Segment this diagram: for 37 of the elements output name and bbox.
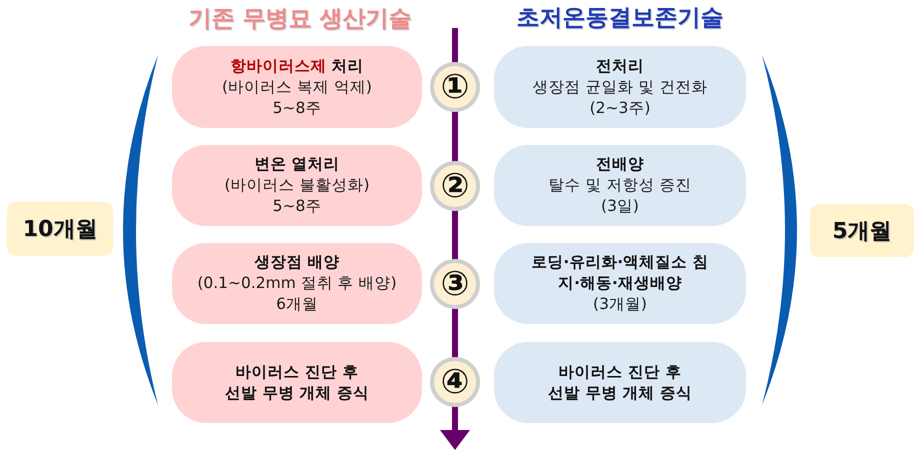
step-title: 변온 열처리 [254, 154, 340, 175]
step-number: ④ [430, 357, 480, 407]
process-box [494, 46, 746, 128]
step-duration: 5~8주 [272, 196, 322, 217]
step-duration: (3개월) [593, 294, 647, 315]
step-title: 전배양 [596, 154, 644, 175]
step-title: 로딩·유리화·액체질소 침지·해동·재생배양 [530, 252, 710, 294]
process-box [172, 46, 422, 128]
column-heading: 기존 무병묘 생산기술 [188, 5, 412, 34]
step-number: ① [430, 62, 480, 112]
step-duration: (3일) [601, 196, 639, 217]
step-description: (0.1~0.2mm 절취 후 배양) [197, 273, 397, 294]
step-number: ③ [430, 259, 480, 309]
process-box [494, 342, 746, 423]
step-duration: (2~3주) [590, 98, 650, 118]
step-description: (바이러스 복제 억제) [222, 76, 372, 98]
total-duration-tag: 10개월 [7, 202, 113, 256]
step-title: 바이러스 진단 후 선발 무병 개체 증식 [546, 362, 694, 404]
step-title: 항바이러스제 처리 [230, 56, 364, 76]
process-box [172, 342, 422, 423]
step-duration: 6개월 [276, 294, 318, 315]
bracket [762, 55, 797, 405]
process-box [494, 243, 746, 324]
step-title: 전처리 [596, 56, 644, 76]
process-box [172, 243, 422, 324]
process-box [172, 145, 422, 226]
step-description: (바이러스 불활성화) [224, 175, 370, 196]
step-duration: 5~8주 [272, 98, 322, 118]
step-description: 생장점 균일화 및 건전화 [532, 76, 708, 98]
step-description: 탈수 및 저항성 증진 [548, 175, 692, 196]
total-duration-tag: 5개월 [810, 204, 914, 257]
column-heading: 초저온동결보존기술 [516, 4, 724, 33]
process-box [494, 145, 746, 226]
step-title: 생장점 배양 [254, 252, 340, 273]
step-number: ② [430, 161, 480, 211]
bracket [123, 55, 158, 405]
step-title: 바이러스 진단 후 선발 무병 개체 증식 [224, 362, 370, 404]
